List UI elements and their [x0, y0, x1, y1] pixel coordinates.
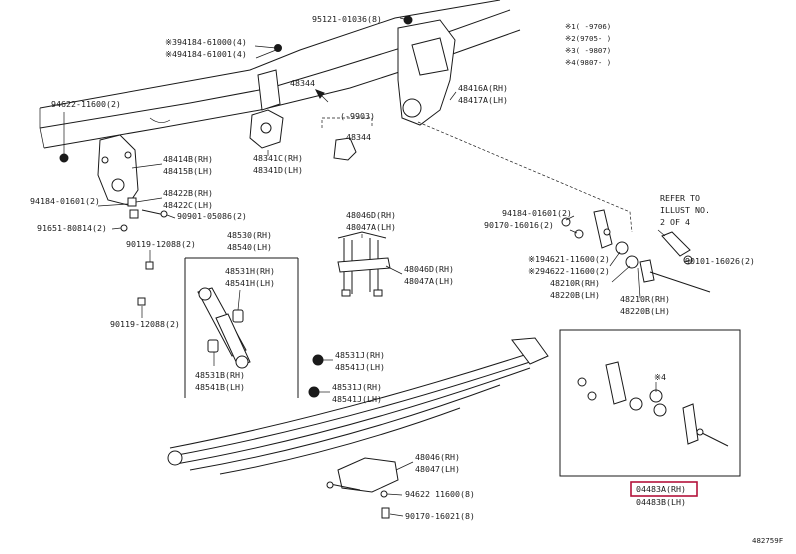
callout-90119-b: 90119-12088(2) [110, 319, 180, 329]
callout-04483b: 04483B(LH) [636, 497, 686, 507]
callout-48414b: 48414B(RH) [163, 154, 213, 164]
callout-48210r-a: 48210R(RH) [550, 278, 600, 288]
callout-48541b: 48541B(LH) [195, 382, 245, 392]
shackle-assembly [561, 209, 711, 293]
callout-48220b-a: 48220B(LH) [550, 290, 600, 300]
bolt-48422 [127, 197, 168, 219]
callout-star4: ※4 [654, 372, 666, 382]
nut-91651 [120, 224, 128, 232]
leader-dashed [417, 121, 633, 233]
callout-48531j-a: 48531J(RH) [335, 350, 385, 360]
callout-48541h: 48541H(LH) [225, 278, 275, 288]
callout-04483a: 04483A(RH) [636, 484, 686, 494]
callout-48416a: 48416A(RH) [458, 83, 508, 93]
nut-94622-seat [380, 490, 388, 498]
callout-48344-top: 48344 [290, 78, 315, 88]
note-line2: ILLUST NO. [660, 205, 710, 215]
shock-bracket-lines [184, 257, 299, 398]
nut-94622-front [59, 153, 69, 163]
callout-94621-star1: ※194621-11600(2) [528, 254, 610, 264]
highlight-04483a [630, 481, 698, 497]
callout-labels: 95121-01036(8) ※394184-61000(4) ※494184-… [30, 14, 755, 521]
callout-48344-dashed: 48344 [346, 132, 371, 142]
callout-48541j-a: 48541J(LH) [335, 362, 385, 372]
diagram-id: 482759F [752, 536, 784, 545]
u-bolt-48046d [337, 231, 391, 297]
bracket-48341 [249, 69, 284, 149]
leaf-spring [167, 337, 549, 475]
rear-hanger-48416 [397, 19, 456, 126]
shock-absorber [197, 287, 251, 369]
callout-48046: 48046(RH) [415, 452, 460, 462]
note-line1: REFER TO [660, 193, 700, 203]
spring-hanger-front [97, 134, 139, 206]
washer-shackle [603, 228, 611, 236]
callout-48531b: 48531B(RH) [195, 370, 245, 380]
leader-lines [63, 17, 691, 517]
legend-row-1: ※1( -9706) [565, 22, 611, 31]
bolt-90119-a [145, 261, 154, 270]
callout-94622-star2: ※294622-11600(2) [528, 266, 610, 276]
callout-48047: 48047(LH) [415, 464, 460, 474]
callout-48210r-b: 48210R(RH) [620, 294, 670, 304]
callout-48541j-b: 48541J(LH) [332, 394, 382, 404]
callout-90170-seat: 90170-16021(8) [405, 511, 475, 521]
legend: ※1( -9706) ※2(9705- ) ※3( -9807) ※4(9807… [565, 22, 611, 67]
bracket-48344-9903 [321, 117, 373, 161]
bumper-48531j-a [312, 354, 324, 366]
callout-48530: 48530(RH) [227, 230, 272, 240]
callout-95121: 95121-01036(8) [312, 14, 382, 24]
refer-note: REFER TO ILLUST NO. 2 OF 4 [660, 193, 710, 227]
callout-48422c: 48422C(LH) [163, 200, 213, 210]
callout-48531h: 48531H(RH) [225, 266, 275, 276]
legend-row-4: ※4(9807- ) [565, 58, 611, 67]
callout-94184-3: ※394184-61000(4) [165, 37, 247, 47]
legend-row-3: ※3( -9807) [565, 46, 611, 55]
callout-94184-01601-left: 94184-01601(2) [30, 196, 100, 206]
callout-90101: 90101-16026(2) [685, 256, 755, 266]
callout-90119-a: 90119-12088(2) [126, 239, 196, 249]
callout-48540: 48540(LH) [227, 242, 272, 252]
callout-9903: (-9903) [340, 111, 375, 121]
callout-94184-4: ※494184-61001(4) [165, 49, 247, 59]
callout-48220b-b: 48220B(LH) [620, 306, 670, 316]
callout-48341c: 48341C(RH) [253, 153, 303, 163]
callout-48046d-left: 48046D(RH) [346, 210, 396, 220]
callout-48415b: 48415B(LH) [163, 166, 213, 176]
callout-48531j-b: 48531J(RH) [332, 382, 382, 392]
callout-48046d-right: 48046D(RH) [404, 264, 454, 274]
callout-94184-01601-right: 94184-01601(2) [502, 208, 572, 218]
callout-94622-front: 94622-11600(2) [51, 99, 121, 109]
bushing-48531b [207, 339, 219, 353]
callout-48422b: 48422B(RH) [163, 188, 213, 198]
callout-94622-seat: 94622 11600(8) [405, 489, 475, 499]
bushing-48531h [232, 309, 244, 323]
legend-row-2: ※2(9705- ) [565, 34, 611, 43]
note-line3: 2 OF 4 [660, 217, 690, 227]
bumper-48531j-b [308, 386, 320, 398]
callout-48417a: 48417A(LH) [458, 95, 508, 105]
callout-91651: 91651-80814(2) [37, 223, 107, 233]
kit-inset-box [559, 329, 741, 477]
callout-48047a-left: 48047A(LH) [346, 222, 396, 232]
nut-90170-seat [381, 507, 390, 519]
bolt-90119-b [137, 297, 146, 306]
callout-90901: 90901-05086(2) [177, 211, 247, 221]
callout-90170-16016: 90170-16016(2) [484, 220, 554, 230]
kit-04483a-parts [577, 361, 729, 447]
callout-48047a-right: 48047A(LH) [404, 276, 454, 286]
spring-seat-48046 [326, 457, 399, 493]
callout-48341d: 48341D(LH) [253, 165, 303, 175]
